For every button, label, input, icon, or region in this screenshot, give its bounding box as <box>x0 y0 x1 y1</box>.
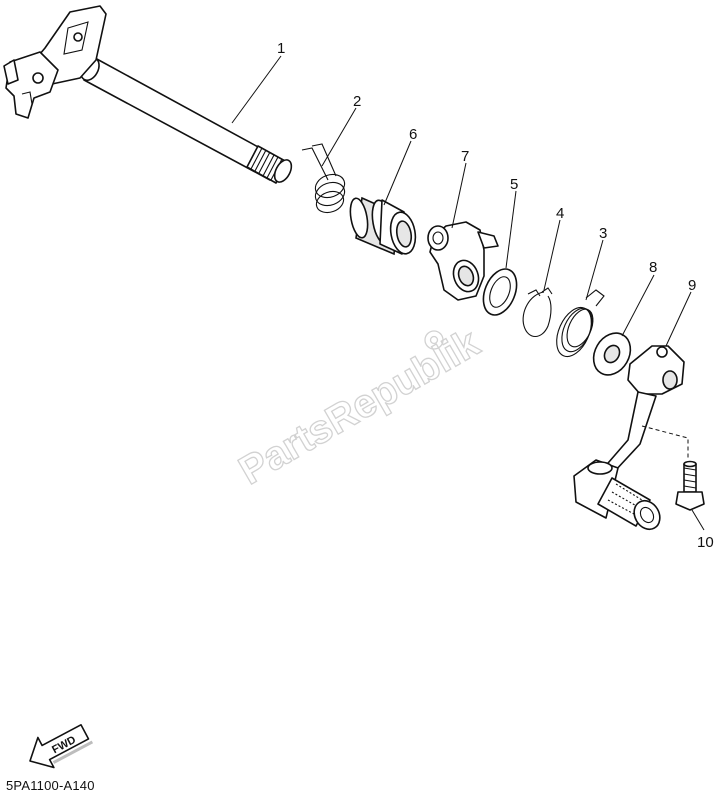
fwd-arrow-icon: FWD <box>29 723 94 769</box>
callout-4: 4 <box>556 205 564 222</box>
part-4-circlip <box>522 287 553 338</box>
callout-9: 9 <box>688 277 696 294</box>
callout-10: 10 <box>697 534 714 551</box>
svg-text:PartsRepublik: PartsRepublik <box>232 320 488 493</box>
watermark: PartsRepublik <box>231 320 488 494</box>
callout-labels: 1 2 3 4 5 6 7 8 9 10 <box>277 40 714 551</box>
diagram-code: 5PA1100-A140 <box>6 778 95 793</box>
callout-3: 3 <box>599 225 607 242</box>
callout-1: 1 <box>277 40 285 57</box>
part-5-washer <box>482 268 518 316</box>
part-9-shift-pedal <box>573 345 689 531</box>
callout-6: 6 <box>409 126 417 143</box>
callout-7: 7 <box>461 148 469 165</box>
part-7-stopper-lever <box>427 221 499 301</box>
callout-2: 2 <box>353 93 361 110</box>
callout-8: 8 <box>649 259 657 276</box>
part-3-return-spring <box>556 289 605 358</box>
gear-watermark-icon <box>424 330 444 350</box>
leader-lines <box>231 55 705 531</box>
callout-5: 5 <box>510 176 518 193</box>
part-10-bolt <box>675 460 705 511</box>
part-1-shift-shaft <box>3 5 293 184</box>
part-8-thrust-washer <box>592 332 632 376</box>
part-2-torsion-spring <box>301 143 346 214</box>
part-6-collar <box>349 196 417 256</box>
